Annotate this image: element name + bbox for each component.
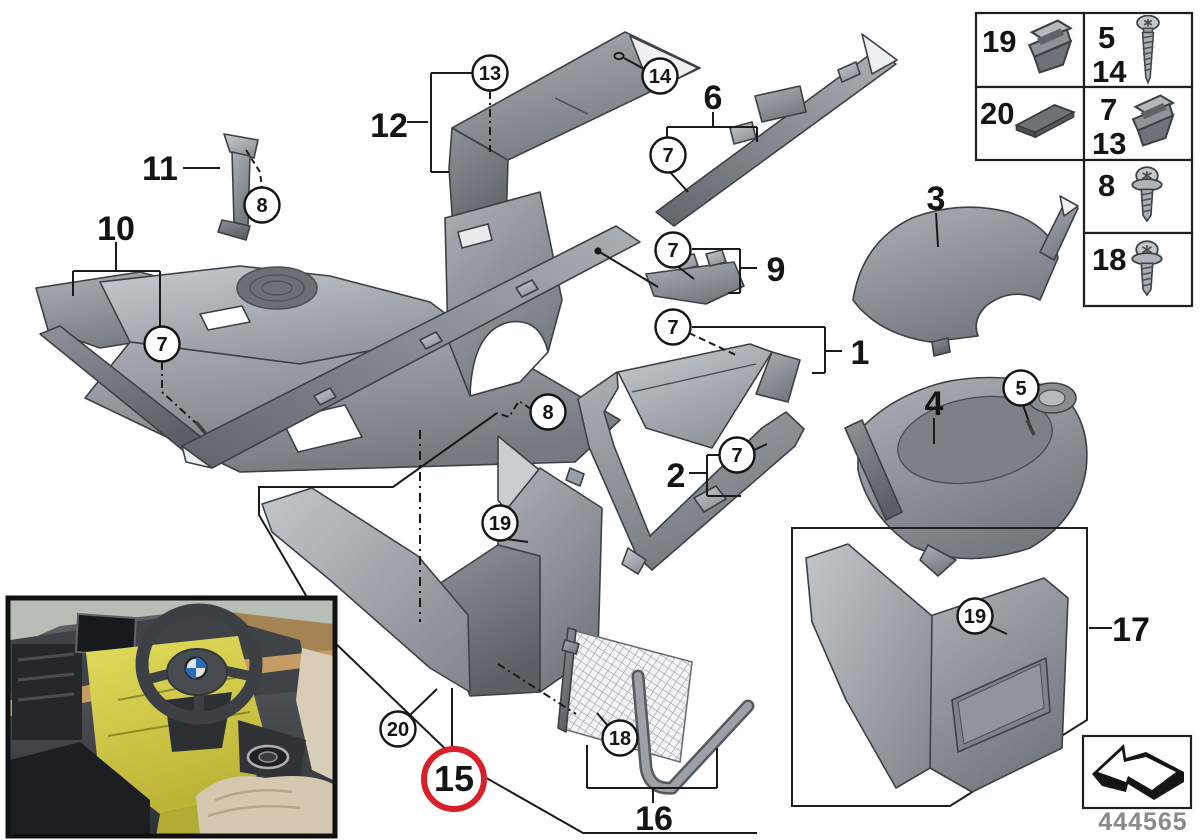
callout-circle-8a[interactable]: 8 [243, 186, 281, 224]
callout-10[interactable]: 10 [97, 210, 135, 248]
callout-2[interactable]: 2 [667, 457, 686, 495]
callout-circle-19b[interactable]: 19 [956, 597, 994, 635]
svg-text:8: 8 [256, 195, 267, 217]
bmw-roundel-icon [184, 656, 208, 680]
callout-circle-7b[interactable]: 7 [143, 325, 181, 363]
legend-label: 14 [1092, 54, 1127, 89]
callout-circle-5[interactable]: 5 [1002, 369, 1040, 407]
callout-circle-8b[interactable]: 8 [529, 393, 567, 431]
photo-frame [5, 595, 338, 839]
part-3-steering-column-upper-cover[interactable] [852, 195, 1079, 357]
interior-photo-inset [5, 595, 338, 839]
callout-circle-13[interactable]: 13 [471, 54, 509, 92]
callout-circle-7c[interactable]: 7 [654, 231, 692, 269]
part-1-cover-panel[interactable] [617, 343, 801, 449]
part-4-steering-column-lower-cover[interactable] [844, 376, 1088, 560]
callout-6[interactable]: 6 [704, 79, 723, 117]
part-2-console-surround[interactable] [577, 371, 805, 575]
part-17-rear-trim-cover[interactable] [791, 527, 1088, 807]
legend-label: 20 [980, 96, 1014, 131]
callout-circle-18[interactable]: 18 [601, 719, 639, 757]
legend-label: 13 [1092, 126, 1126, 161]
callout-circle-7a[interactable]: 7 [649, 136, 687, 174]
circled-callouts: 13 14 7 8 7 7 7 8 7 19 [143, 54, 1040, 757]
fastener-legend: 19 5 14 20 7 13 8 18 [974, 11, 1194, 308]
legend-label: 7 [1100, 92, 1117, 127]
svg-text:19: 19 [489, 513, 511, 535]
highlighted-callout-15[interactable]: 15 [421, 746, 487, 812]
diagram-doc-number: 444565 [1098, 808, 1187, 836]
callout-3[interactable]: 3 [927, 180, 946, 218]
part-6-trim-strip[interactable] [655, 33, 898, 227]
svg-text:7: 7 [662, 145, 673, 167]
callout-9[interactable]: 9 [767, 251, 786, 289]
callout-1[interactable]: 1 [851, 334, 870, 372]
svg-text:7: 7 [667, 240, 678, 262]
leader-lines [72, 51, 1112, 834]
callout-circle-14[interactable]: 14 [641, 57, 679, 95]
bent-arrow-icon [1092, 744, 1184, 800]
svg-text:18: 18 [609, 728, 631, 750]
legend-label: 8 [1098, 168, 1115, 203]
legend-label: 18 [1092, 242, 1126, 277]
callout-circle-19a[interactable]: 19 [481, 504, 519, 542]
callout-17[interactable]: 17 [1112, 611, 1150, 649]
svg-text:20: 20 [387, 719, 409, 741]
legend-label: 19 [982, 24, 1016, 59]
plain-callouts: 11 10 12 6 9 1 2 3 4 16 17 [97, 79, 1150, 838]
svg-text:14: 14 [649, 66, 672, 88]
callout-12[interactable]: 12 [370, 107, 408, 145]
callout-circle-20[interactable]: 20 [379, 710, 417, 748]
callout-11[interactable]: 11 [142, 150, 178, 188]
svg-text:15: 15 [434, 758, 474, 799]
svg-text:7: 7 [156, 334, 167, 356]
svg-text:19: 19 [964, 606, 986, 628]
part-11-bracket[interactable] [217, 133, 259, 241]
svg-text:13: 13 [479, 63, 501, 85]
callout-circle-7d[interactable]: 7 [654, 308, 692, 346]
callout-4[interactable]: 4 [925, 385, 944, 423]
part-10-carrier-assembly[interactable] [35, 191, 641, 473]
callout-circle-7e[interactable]: 7 [718, 436, 756, 474]
svg-text:8: 8 [542, 402, 553, 424]
svg-text:5: 5 [1015, 378, 1026, 400]
svg-text:7: 7 [731, 445, 742, 467]
back-arrow-box[interactable] [1081, 734, 1193, 810]
highlight-ring [421, 746, 487, 812]
legend-label: 5 [1098, 20, 1115, 55]
svg-text:7: 7 [667, 317, 678, 339]
callout-16[interactable]: 16 [635, 800, 673, 838]
